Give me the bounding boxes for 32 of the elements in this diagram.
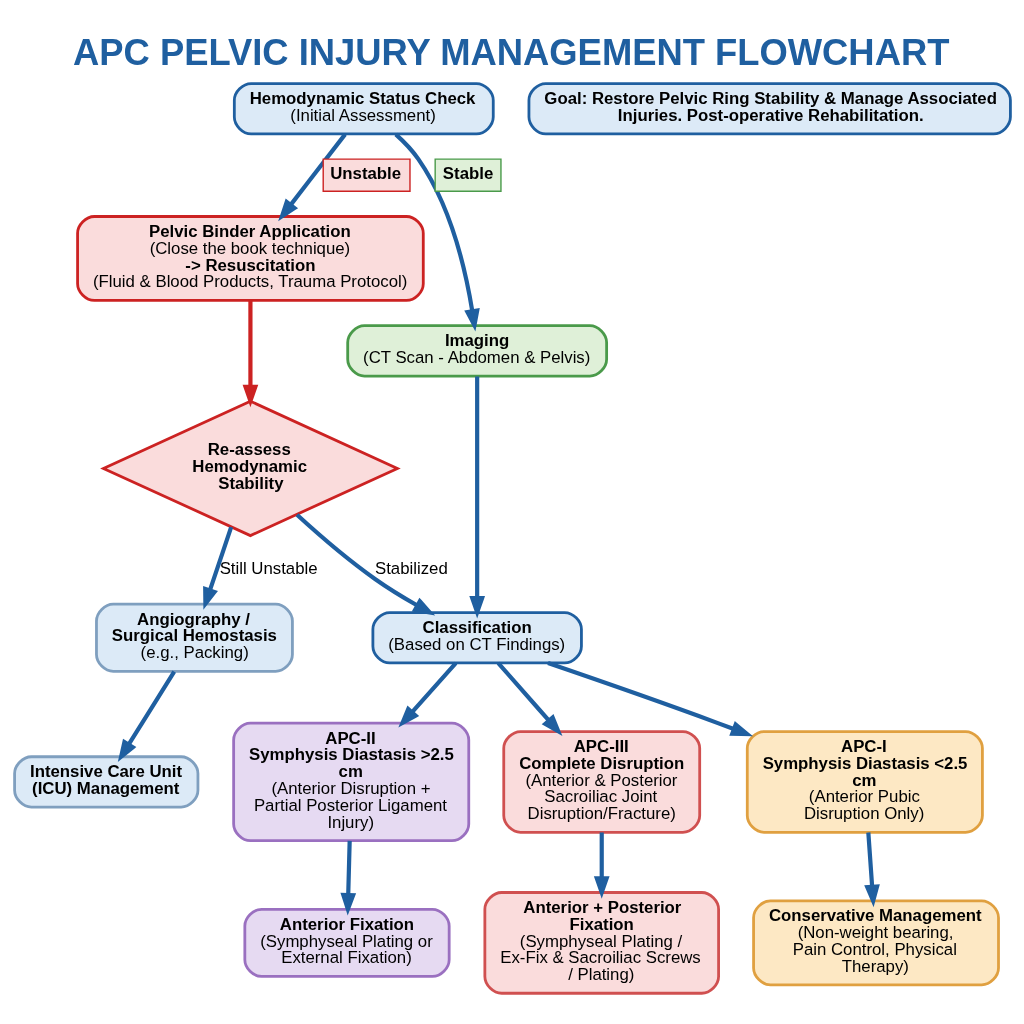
node-box: Conservative Management (Non-weight bearing, Pain Control, Physical Therapy) [751, 899, 1000, 986]
arrow [397, 661, 457, 728]
edge-label: Unstable [329, 163, 401, 183]
node-box: Pelvic Binder Application (Close the book technique) -> Resuscitation (Fluid & Blood Products, Trauma Protocol) [75, 214, 425, 302]
edge-label: Stable [442, 163, 493, 183]
node-box: Imaging (CT Scan - Abdomen & Pelvis) [345, 323, 608, 377]
arrow [117, 669, 176, 762]
arrow [339, 840, 356, 915]
arrow [496, 661, 562, 736]
node-box: Anterior + Posterior Fixation (Symphyseal Plating / Ex-Fix & Sacroiliac Screws / Plating) [482, 890, 720, 995]
arrow [202, 525, 233, 610]
node-box: Hemodynamic Status Check (Initial Assessment) [232, 81, 495, 135]
node-box: APC-I Symphysis Diastasis <2.5 cm (Anterior Pubic Disruption Only) [745, 729, 984, 834]
node-box: APC-II Symphysis Diastasis >2.5 cm (Anterior Disruption + Partial Posterior Ligament Injury) [231, 721, 470, 842]
node-box: Anterior Fixation (Symphyseal Plating or External Fixation) [242, 907, 451, 978]
arrow [277, 132, 347, 221]
edge-label: Stabilized [374, 558, 448, 578]
arrow [295, 512, 435, 615]
arrow [468, 375, 485, 619]
arrow [863, 831, 880, 907]
node-box: APC-III Complete Disruption (Anterior & Posterior Sacroiliac Joint Disruption/Fracture) [501, 729, 701, 834]
arrow [546, 660, 753, 736]
node-box: Intensive Care Unit (ICU) Management [12, 754, 199, 808]
node-box: Angiography / Surgical Hemostasis (e.g., Packing) [94, 602, 294, 673]
diagram-title: APC PELVIC INJURY MANAGEMENT FLOWCHART [72, 31, 949, 73]
node-box: Classification (Based on CT Findings) [371, 610, 583, 664]
node-box: Goal: Restore Pelvic Ring Stability & Manage Associated Injuries. Post-operative Rehabilitation. [527, 81, 1012, 135]
edge-label: Still Unstable [219, 558, 318, 578]
arrow [242, 300, 258, 407]
arrow [593, 832, 610, 899]
arrow [393, 132, 480, 331]
node-diamond: Re-assess Hemodynamic Stability [99, 399, 401, 537]
